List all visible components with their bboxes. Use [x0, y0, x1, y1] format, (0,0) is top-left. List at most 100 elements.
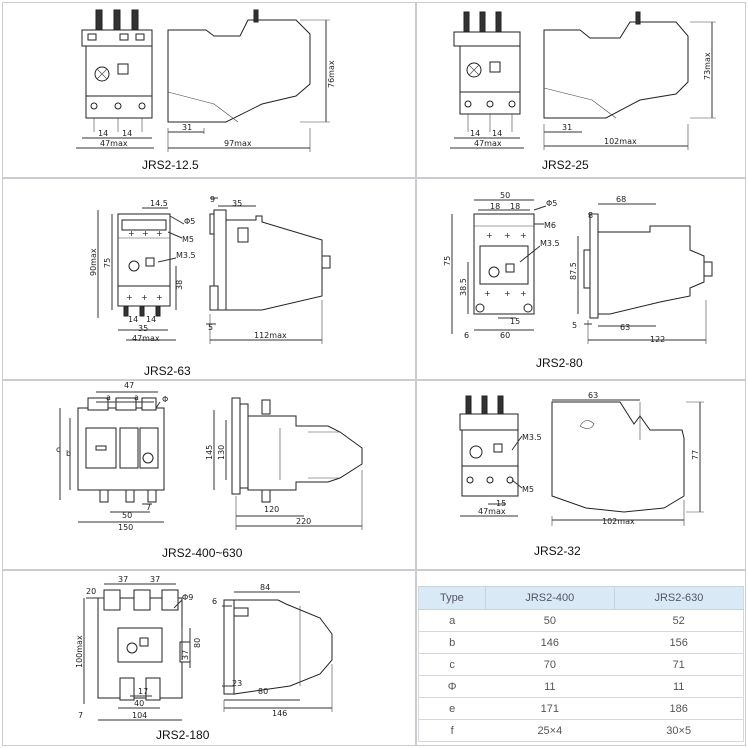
dim-depth: 102max [602, 517, 635, 526]
screw-m3-5: M3.5 [176, 251, 196, 260]
cell-jrs2-630: 186 [614, 697, 745, 720]
dim-depth: 220 [296, 517, 311, 526]
dim-height: 76max [327, 60, 336, 88]
dim-side-63: 63 [620, 323, 630, 332]
dim-side-height: 87.5 [569, 262, 578, 280]
header-jrs2-400: JRS2-400 [484, 586, 615, 610]
dim-w37b: 37 [150, 575, 160, 584]
dim-total-height: 75 [443, 256, 452, 266]
table-row: Φ 11 11 [418, 675, 745, 698]
dim-a1: a [106, 393, 111, 402]
dim-side-top2: 35 [232, 199, 242, 208]
panel-jrs2-400-630 [2, 380, 416, 570]
dim-w37a: 37 [118, 575, 128, 584]
hole-diameter: Φ5 [184, 217, 195, 226]
dim-lower-height: 38 [175, 280, 184, 290]
dim-h37: 37 [181, 650, 190, 660]
dim-w3: 35 [138, 324, 148, 333]
caption-jrs2-180: JRS2-180 [156, 728, 210, 742]
screw-m3-5: M3.5 [540, 239, 560, 248]
cell-jrs2-400: 11 [485, 675, 615, 698]
dim-w17: 17 [138, 687, 148, 696]
dim-total-height: 90max [89, 248, 98, 276]
dim-front-width: 47max [132, 334, 160, 343]
dim-side-5: 5 [572, 321, 577, 330]
svg-text:+: + [520, 289, 527, 298]
cell-jrs2-630: 11 [614, 675, 745, 698]
caption-jrs2-32: JRS2-32 [534, 544, 581, 558]
caption-jrs2-63: JRS2-63 [144, 364, 191, 378]
row-label: Φ [418, 675, 486, 698]
screw-m5: M5 [522, 485, 534, 494]
dim-front-width: 150 [118, 523, 133, 532]
svg-text:+: + [142, 229, 149, 238]
cell-jrs2-400: 25×4 [485, 719, 615, 742]
dim-phi: Φ [162, 395, 168, 404]
dim-w1: 14 [128, 315, 138, 324]
header-jrs2-630: JRS2-630 [613, 586, 745, 610]
dim-h130: 130 [217, 445, 226, 460]
caption-jrs2-400-630: JRS2-400~630 [162, 546, 243, 560]
dim-side-23: 23 [232, 679, 242, 688]
dim-w2: 14 [492, 129, 502, 138]
cell-jrs2-630: 71 [614, 653, 745, 676]
dim-w7: 7 [146, 503, 151, 512]
dim-depth: 122 [650, 335, 665, 344]
row-label: f [418, 719, 486, 742]
dim-front-width: 47max [100, 139, 128, 148]
dim-s120: 120 [264, 505, 279, 514]
caption-jrs2-25: JRS2-25 [542, 158, 589, 172]
svg-text:+: + [128, 229, 135, 238]
svg-text:+: + [156, 293, 163, 302]
svg-text:+: + [520, 231, 527, 240]
dim-c: c [56, 445, 60, 454]
table-header-row: Type JRS2-400 JRS2-630 [418, 586, 745, 610]
dim-inner-height: 75 [103, 258, 112, 268]
svg-text:+: + [156, 229, 163, 238]
table-row: c 70 71 [418, 653, 745, 676]
dim-total-height: 100max [75, 635, 84, 668]
dim-w1: 14 [470, 129, 480, 138]
drawing-jrs2-80: +++ +++ [451, 199, 713, 344]
cell-jrs2-400: 171 [485, 697, 615, 720]
dim-front-width: 47max [474, 139, 502, 148]
dim-side-top: 63 [588, 391, 598, 400]
svg-text:+: + [486, 231, 493, 240]
dim-h145: 145 [205, 445, 214, 460]
header-type: Type [418, 586, 486, 610]
dim-w1: 14 [98, 129, 108, 138]
drawing-jrs2-400-630 [59, 391, 363, 530]
dim-w15: 15 [510, 317, 520, 326]
svg-text:+: + [484, 289, 491, 298]
dim-top-width: 47 [124, 381, 134, 390]
dim-side-bottom: 5 [208, 323, 213, 332]
panel-jrs2-63 [2, 178, 416, 380]
table-row: e 171 186 [418, 697, 745, 720]
cell-jrs2-630: 30×5 [614, 719, 745, 742]
row-label: e [418, 697, 486, 720]
dim-depth: 112max [254, 331, 287, 340]
dim-front-width: 104 [132, 711, 147, 720]
dim-side-6: 6 [212, 597, 217, 606]
dim-w2: 14 [146, 315, 156, 324]
table-row: f 25×4 30×5 [418, 719, 745, 742]
row-label: b [418, 631, 486, 654]
drawing-jrs2-180 [83, 583, 333, 721]
dim-w50: 50 [122, 511, 132, 520]
dim-front-width: 47max [478, 507, 506, 516]
cell-jrs2-400: 50 [485, 609, 615, 632]
screw-m5: M5 [182, 235, 194, 244]
dim-b: b [66, 449, 71, 458]
dim-w40: 40 [134, 699, 144, 708]
dim-left-6: 6 [464, 331, 469, 340]
svg-text:+: + [141, 293, 148, 302]
dim-depth: 97max [224, 139, 252, 148]
row-label: c [418, 653, 486, 676]
dim-lower-height: 38.5 [459, 278, 468, 296]
dim-depth: 146 [272, 709, 287, 718]
dim-left-7: 7 [78, 711, 83, 720]
svg-text:+: + [126, 293, 133, 302]
dim-w15: 15 [496, 499, 506, 508]
dim-top-width: 50 [500, 191, 510, 200]
